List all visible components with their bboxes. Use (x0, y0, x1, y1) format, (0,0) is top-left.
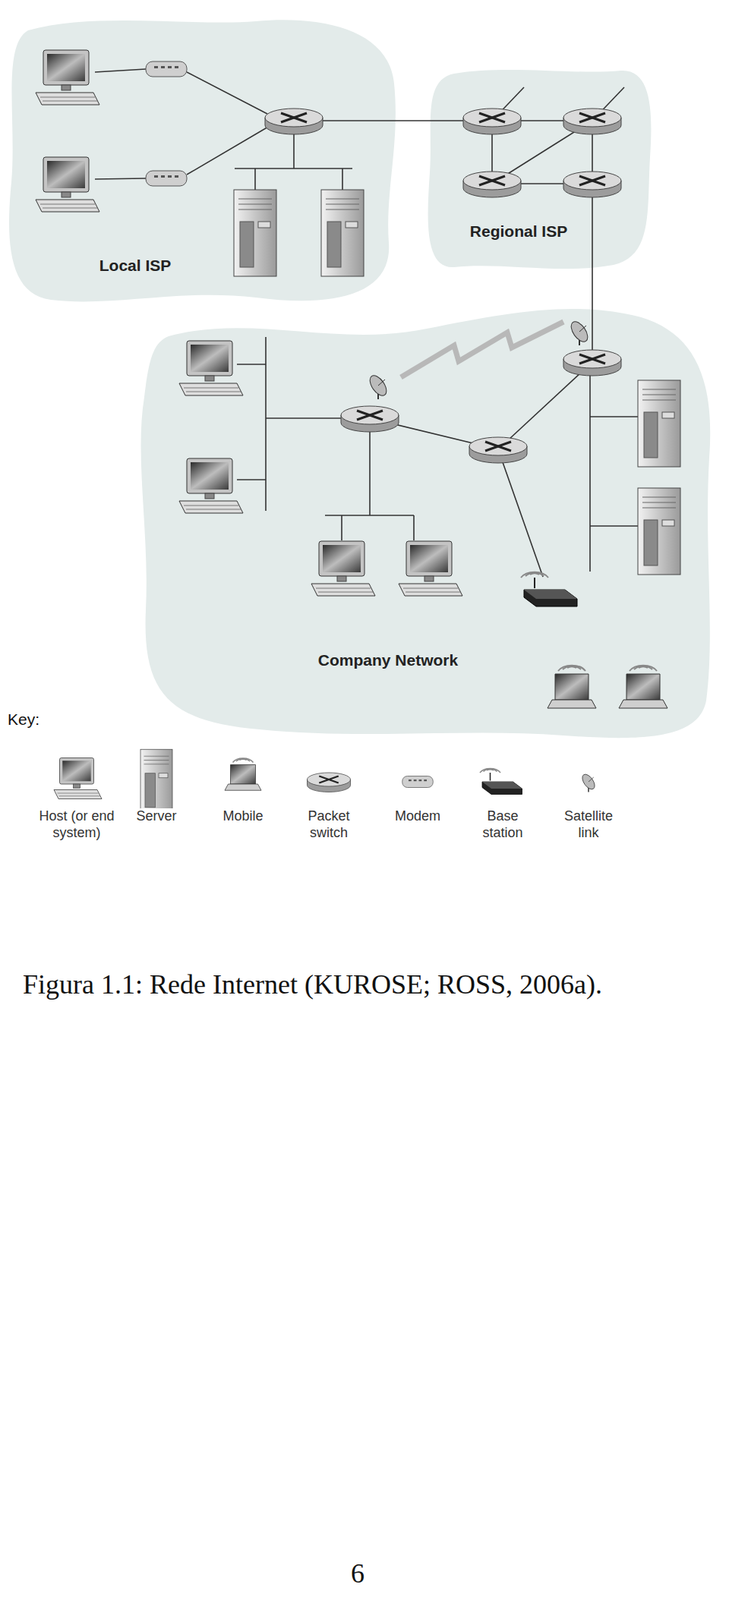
packet-switch-icon (463, 108, 521, 135)
packet-switch-icon (340, 406, 399, 433)
wire (236, 479, 266, 481)
region-label-box: Company Network (318, 651, 458, 670)
legend-label: Server (122, 808, 191, 826)
legend-icon-shape (307, 773, 351, 793)
legend-sample (554, 747, 623, 809)
wire (341, 168, 344, 190)
packet-switch-icon (563, 350, 622, 376)
legend-sample (298, 747, 360, 809)
figure-caption: Figura 1.1: Rede Internet (KUROSE; ROSS,… (22, 968, 718, 1001)
region-fill (141, 309, 711, 739)
wire (236, 363, 266, 366)
region-label: Company Network (318, 651, 458, 670)
region-fill (428, 69, 652, 269)
network-link (591, 271, 594, 307)
bus-line (265, 337, 267, 512)
wire (413, 515, 415, 541)
legend-sample (23, 747, 130, 809)
legend-icon-shape (580, 772, 598, 793)
network-link (398, 119, 424, 122)
page-number: 6 (350, 1558, 365, 1591)
legend-entry: Server (122, 747, 191, 826)
modem-icon (145, 61, 187, 77)
legend-label: Host (or end system) (23, 808, 130, 842)
region-label: Regional ISP (470, 222, 568, 241)
bus-line (234, 167, 353, 170)
key-heading: Key: (7, 710, 40, 729)
label-box: Key: (7, 710, 40, 729)
wire (340, 515, 343, 541)
packet-switch-icon (265, 108, 323, 135)
bus-line (325, 514, 414, 517)
legend-label: Satellite link (554, 808, 623, 842)
legend-entry: Base station (472, 747, 534, 842)
packet-switch-icon (563, 108, 622, 135)
network-region: Regional ISP (423, 66, 654, 272)
legend-entry: Modem (383, 747, 452, 826)
legend-sample (122, 747, 191, 809)
packet-switch-icon (563, 171, 622, 198)
packet-switch-icon (469, 437, 528, 464)
legend-icon (402, 776, 434, 789)
wire (590, 525, 638, 528)
legend-icon-shape (140, 749, 173, 809)
region-label-box: Regional ISP (470, 222, 568, 241)
legend-entry: Satellite link (554, 747, 623, 842)
legend-entry: Packet switch (298, 747, 360, 842)
legend-icon-shape (402, 776, 434, 789)
legend-label: Mobile (208, 808, 278, 826)
server-icon (233, 189, 277, 277)
region-label-box: Local ISP (99, 256, 172, 275)
wire (94, 178, 146, 180)
region-label: Local ISP (99, 256, 172, 275)
caption-box: Figura 1.1: Rede Internet (KUROSE; ROSS,… (22, 968, 718, 1001)
legend-label: Modem (383, 808, 452, 826)
wire (369, 418, 371, 516)
label-box: 6 (350, 1558, 365, 1591)
network-region: Company Network (138, 306, 716, 743)
region-shape (138, 306, 716, 743)
legend-icon (140, 749, 173, 809)
server-icon (637, 488, 681, 575)
legend-icon-shape (53, 758, 102, 800)
wire (254, 168, 256, 190)
legend-icon (53, 758, 102, 800)
bus-line (589, 362, 591, 572)
legend-icon (224, 758, 262, 791)
server-icon (637, 380, 681, 468)
region-fill (9, 19, 396, 302)
legend-sample (472, 747, 534, 809)
region-shape (423, 66, 654, 272)
legend-icon (580, 772, 598, 793)
modem-icon (145, 170, 187, 187)
legend-icon-shape (479, 768, 523, 795)
server-icon (321, 189, 364, 277)
legend-icon (479, 768, 523, 795)
legend-icon-shape (224, 758, 262, 791)
legend-sample (208, 747, 278, 809)
legend-label: Base station (472, 808, 534, 842)
packet-switch-icon (463, 171, 521, 198)
legend-label: Packet switch (298, 808, 360, 842)
legend-entry: Host (or end system) (23, 747, 130, 842)
legend-entry: Mobile (208, 747, 278, 826)
network-region: Local ISP (5, 15, 399, 307)
wire (590, 416, 638, 418)
legend-sample (383, 747, 452, 809)
region-shape (5, 15, 399, 307)
legend-icon (307, 773, 351, 793)
